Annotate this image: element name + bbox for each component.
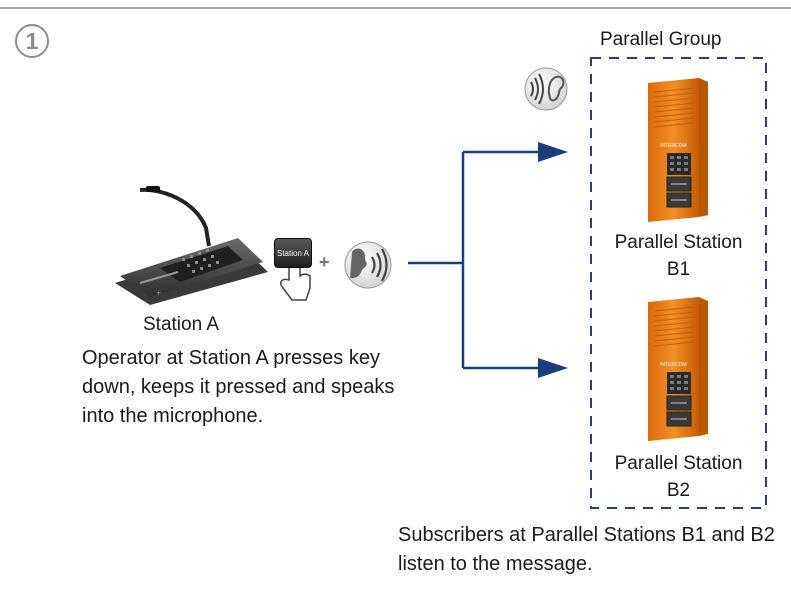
station-a-label: Station A (143, 314, 220, 335)
station-a-description: Operator at Station A presses key down, … (82, 347, 395, 427)
station-a-key-label: Station A (276, 248, 310, 258)
parallel-station-b1-line1: Parallel Station (614, 232, 743, 253)
speaking-voice-icon (344, 241, 392, 289)
station-a-key-button: Station A (274, 238, 312, 268)
parallel-group-frame (590, 57, 767, 509)
subscribers-description: Subscribers at Parallel Stations B1 and … (398, 524, 775, 575)
intercom-station-icon: INTERCOM (648, 297, 708, 441)
parallel-group-title: Parallel Group (600, 29, 722, 50)
intercom-station-icon: INTERCOM (648, 78, 708, 222)
connector-arrows (408, 150, 545, 370)
step-number: 1 (25, 27, 39, 54)
parallel-station-b1-line2: B1 (666, 259, 691, 280)
plus-sign: + (319, 252, 330, 272)
parallel-station-b2-line1: Parallel Station (614, 453, 743, 474)
top-divider (0, 7, 791, 9)
step-number-icon: 1 (15, 24, 49, 58)
parallel-station-b2-line2: B2 (666, 480, 691, 501)
svg-text:+: + (156, 288, 161, 298)
desk-microphone-station-icon: + (115, 186, 268, 305)
parallel-station-b1-label: Parallel Station B1 (586, 229, 771, 283)
parallel-station-b2-label: Parallel Station B2 (586, 450, 771, 504)
arrow-head-b2 (538, 358, 568, 378)
listening-ear-icon (524, 67, 568, 111)
svg-text:INTERCOM: INTERCOM (660, 143, 687, 149)
svg-text:INTERCOM: INTERCOM (660, 362, 687, 368)
arrow-head-b1 (538, 142, 568, 162)
